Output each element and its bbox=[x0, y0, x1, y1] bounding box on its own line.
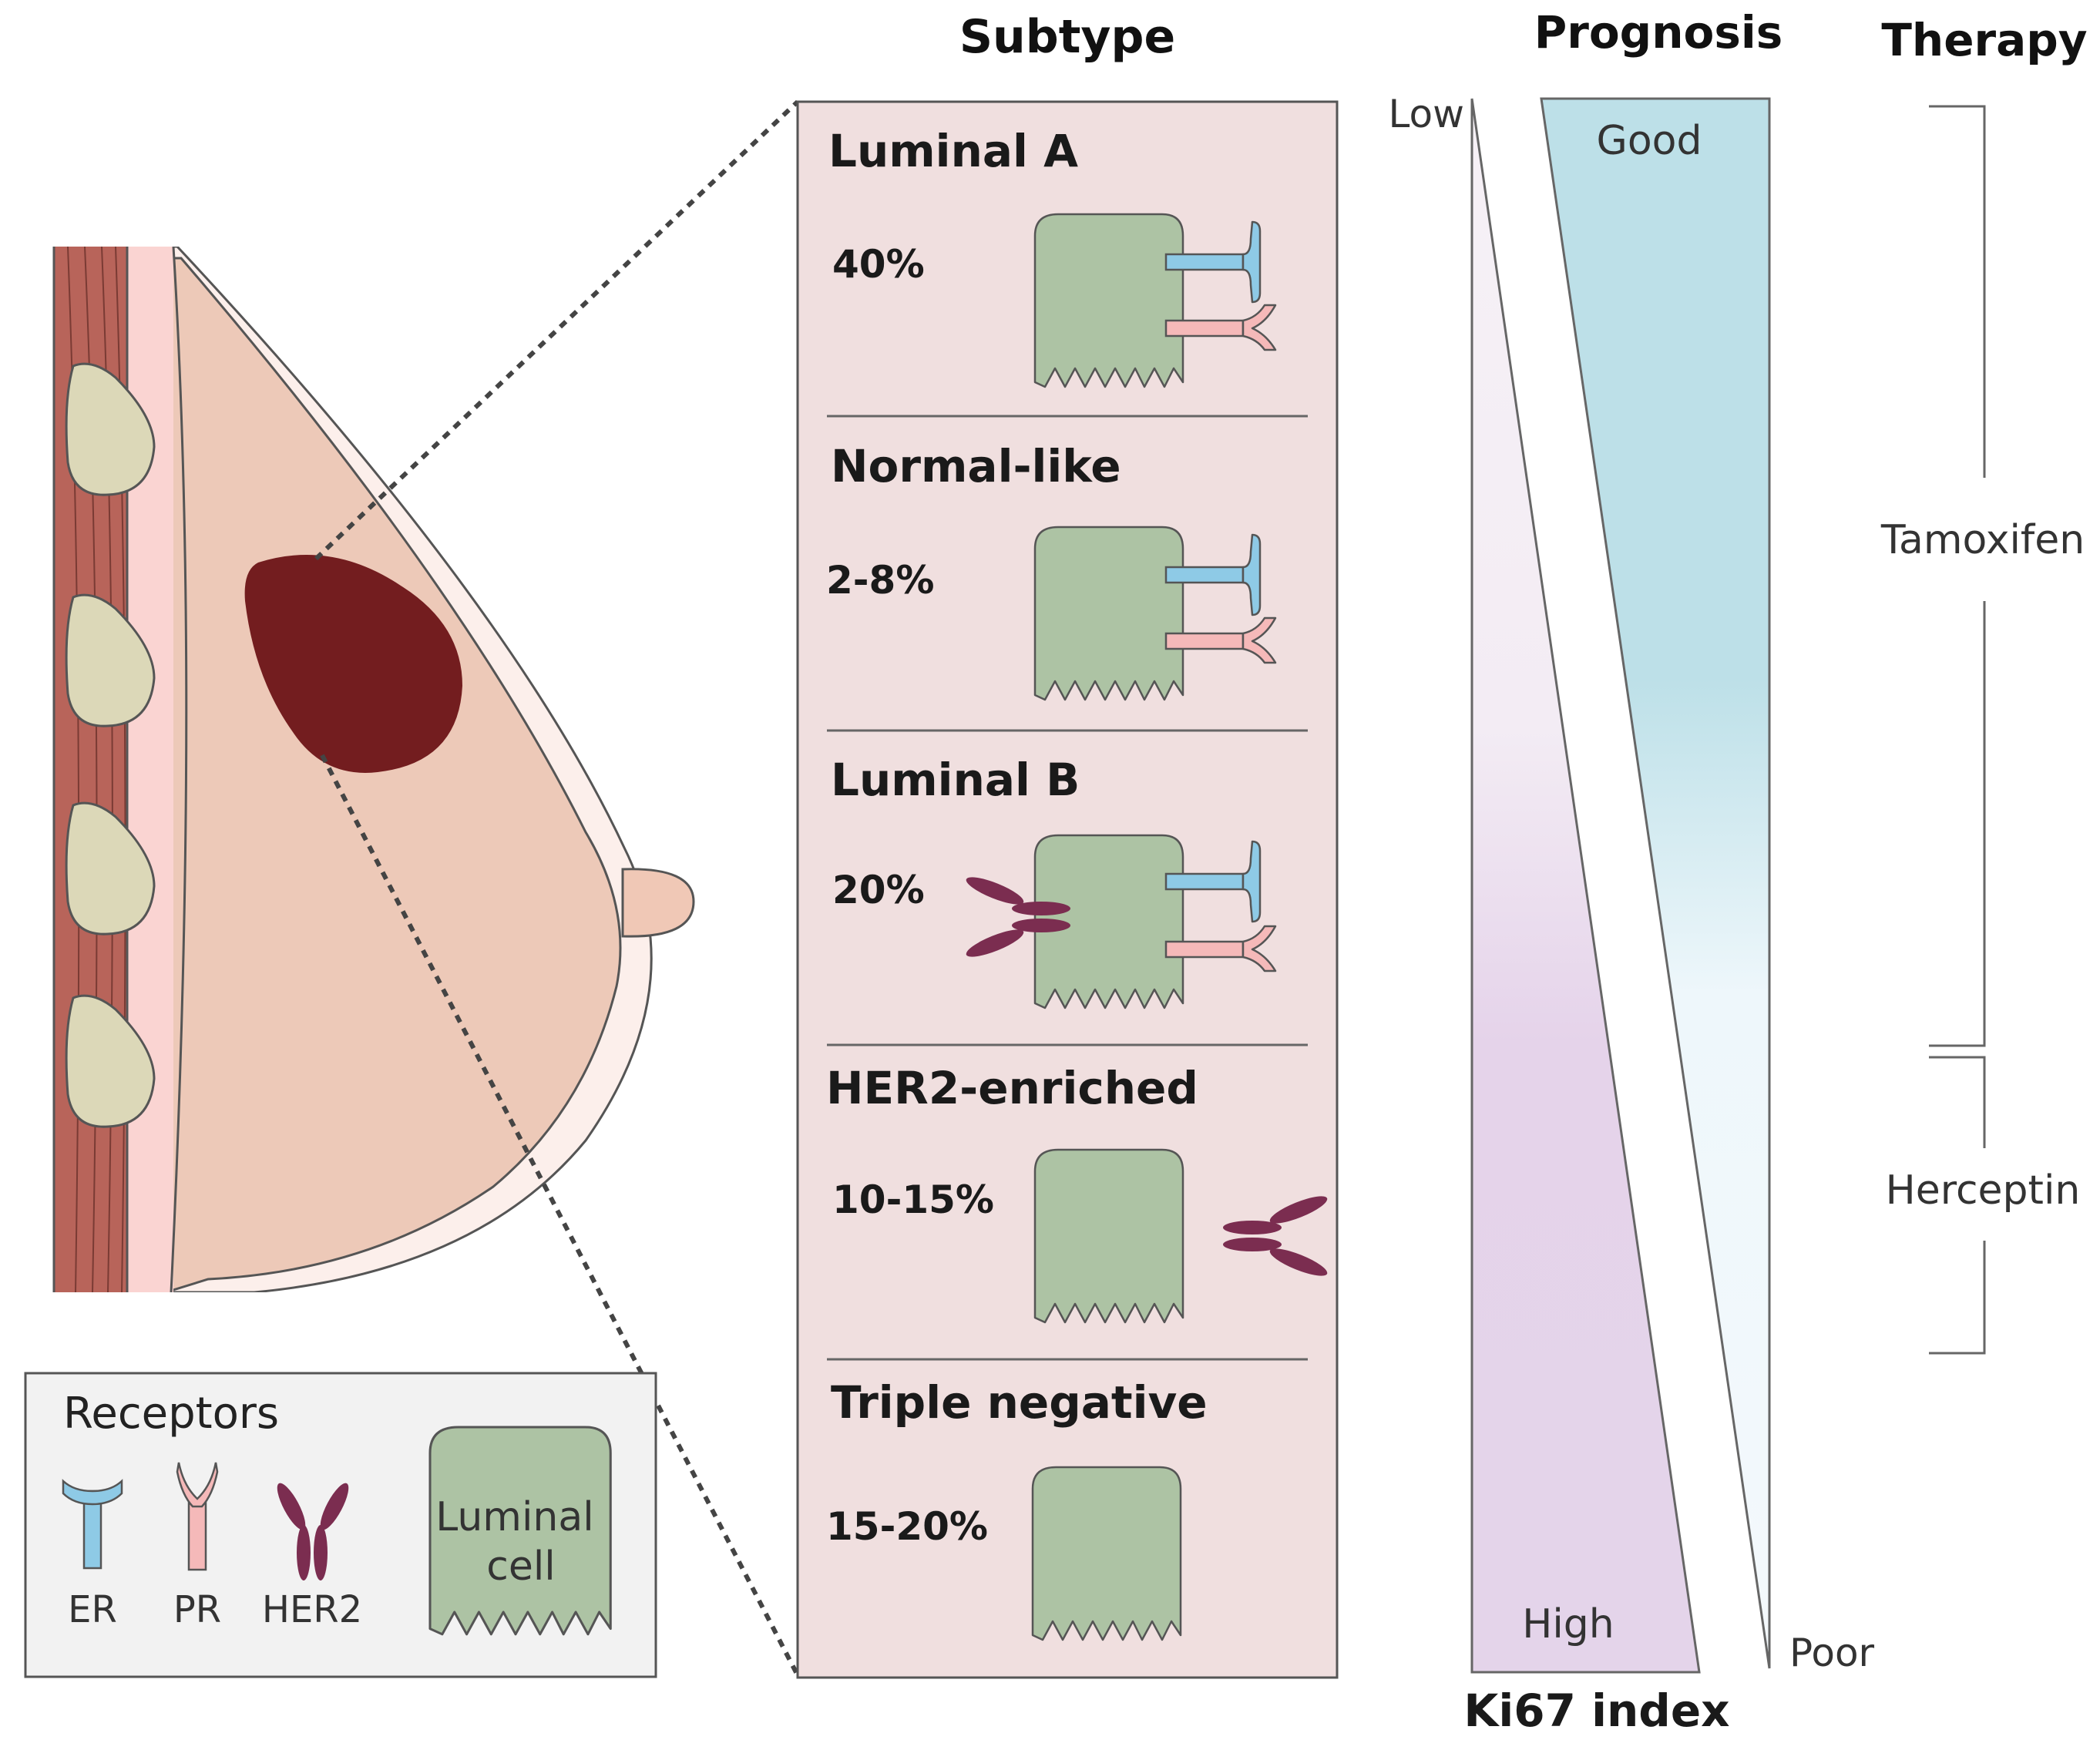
lymph-nodes bbox=[65, 362, 156, 1128]
ki67-low-label: Low bbox=[1389, 92, 1464, 136]
tumor bbox=[244, 555, 462, 773]
legend-pr-label: PR bbox=[173, 1588, 221, 1631]
therapy-tamoxifen: Tamoxifen bbox=[1880, 517, 2085, 563]
zoom-line-bottom bbox=[320, 754, 800, 1677]
her2-receptor-icon bbox=[277, 1483, 349, 1580]
header-prognosis: Prognosis bbox=[1534, 6, 1783, 59]
legend-her2-label: HER2 bbox=[262, 1588, 362, 1631]
subtype-name: Triple negative bbox=[831, 1376, 1208, 1429]
subtype-name: HER2-enriched bbox=[826, 1062, 1198, 1114]
ki67-index-wedge: Low High Ki67 index bbox=[1389, 92, 1730, 1737]
zoom-line-top bbox=[314, 99, 800, 561]
therapy-herceptin: Herceptin bbox=[1886, 1167, 2081, 1214]
ki67-high-label: High bbox=[1522, 1601, 1614, 1648]
subtype-percent: 10-15% bbox=[832, 1177, 994, 1222]
triple-negative-cell bbox=[1031, 1466, 1182, 1641]
prognosis-good-label: Good bbox=[1597, 118, 1702, 164]
subtype-name: Normal-like bbox=[831, 440, 1121, 492]
pr-receptor-icon bbox=[176, 1462, 219, 1571]
header-subtype: Subtype bbox=[959, 10, 1175, 64]
subtype-percent: 40% bbox=[832, 242, 925, 287]
legend-er-label: ER bbox=[68, 1588, 117, 1631]
ki67-title: Ki67 index bbox=[1463, 1685, 1729, 1737]
prognosis-wedge: Good Poor bbox=[1540, 97, 1875, 1675]
legend-cell-label-line2: cell bbox=[486, 1543, 555, 1590]
prognosis-poor-label: Poor bbox=[1789, 1631, 1875, 1675]
breast-tissue bbox=[164, 257, 622, 1292]
receptor-legend: Receptors ER PR HER2 Luminal cell bbox=[24, 1372, 657, 1678]
breast-illustration bbox=[52, 247, 695, 1292]
legend-title: Receptors bbox=[63, 1389, 279, 1439]
header-therapy: Therapy bbox=[1881, 14, 2087, 66]
nipple bbox=[621, 868, 695, 938]
therapy-brackets: Tamoxifen Herceptin bbox=[1880, 105, 2085, 1355]
subtype-panel: Luminal A 40% Normal-like 2-8% Luminal B… bbox=[796, 100, 1339, 1679]
subtype-percent: 20% bbox=[832, 868, 925, 912]
er-receptor-icon bbox=[62, 1479, 123, 1570]
subtype-name: Luminal A bbox=[828, 125, 1078, 177]
legend-cell-label-line1: Luminal bbox=[435, 1494, 593, 1540]
subtype-percent: 15-20% bbox=[826, 1504, 988, 1549]
subtype-percent: 2-8% bbox=[826, 558, 934, 603]
subtype-name: Luminal B bbox=[831, 754, 1080, 806]
